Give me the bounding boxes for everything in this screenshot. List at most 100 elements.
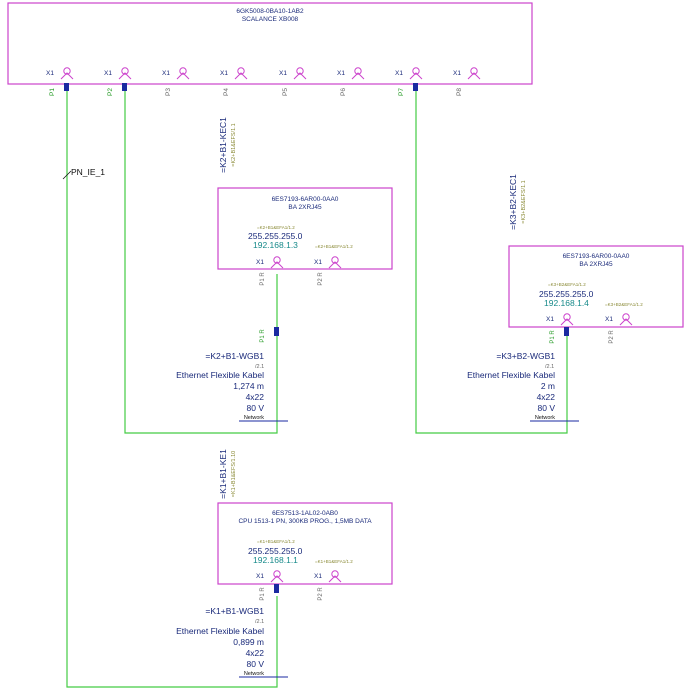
cable-type: Ethernet Flexible Kabel <box>467 370 555 380</box>
port-label: P5 <box>282 88 289 96</box>
cable-length: 0,899 m <box>233 637 264 647</box>
port-x1-label: X1 <box>453 70 461 77</box>
port1-x1-label: X1 <box>546 316 554 323</box>
device-ref-small: =K1+B1&EFA1/1.2 <box>257 539 295 544</box>
switch-device[interactable]: 6GK5008-0BA10-1AB2 SCALANCE XB008 <box>7 2 533 85</box>
port-label: P7 <box>398 88 405 96</box>
switch-port-4[interactable]: X1 P4 <box>220 67 248 96</box>
device-tag: =K1+B1-KE1 <box>218 449 228 499</box>
cable-cores: 4x22 <box>537 392 556 402</box>
device-order-number: 6ES7193-6AR00-0AA0 <box>272 196 339 203</box>
port-x1-label: X1 <box>104 70 112 77</box>
device-name: CPU 1513-1 PN, 300KB PROG., 1,5MB DATA <box>238 518 372 525</box>
cable-length: 2 m <box>541 381 555 391</box>
port1-label: P1 R <box>550 330 556 344</box>
port2-ref: =K1+B1&EFA1/1.2 <box>315 559 353 564</box>
port-label: P2 <box>107 88 114 96</box>
switch-port-8[interactable]: X1 P8 <box>453 67 481 96</box>
port-connector-icon <box>64 83 69 91</box>
device-name: BA 2XRJ45 <box>288 204 322 211</box>
cable-cores: 4x22 <box>246 648 265 658</box>
port-x1-label: X1 <box>46 70 54 77</box>
switch-port-5[interactable]: X1 P5 <box>279 67 307 96</box>
port-label: P4 <box>223 88 230 96</box>
port2-ref: =K2+B1&EFA1/1.2 <box>315 244 353 249</box>
cable-k1: =K1+B1-WGB1 /2.1 Ethernet Flexible Kabel… <box>176 606 288 678</box>
cable-length: 1,274 m <box>233 381 264 391</box>
device-ref: =K2+B1&EFS/1.1 <box>231 123 237 166</box>
port1-x1-label: X1 <box>256 573 264 580</box>
switch-port-6[interactable]: X1 P6 <box>337 67 365 96</box>
device-ref-small: =K3+B2&EFA1/1.2 <box>548 282 586 287</box>
port-label: P1 <box>49 88 56 96</box>
port2-label: P2 R <box>318 272 324 286</box>
device-order-number: 6ES7513-1AL02-0AB0 <box>272 510 338 517</box>
switch-order-number: 6GK5008-0BA10-1AB2 <box>236 8 304 15</box>
port-label: P8 <box>456 88 463 96</box>
port2-x1-label: X1 <box>314 573 322 580</box>
cable-voltage: 80 V <box>538 403 556 413</box>
device-k1[interactable]: =K1+B1-KE1 =K1+B1&EFS/1.10 6ES7513-1AL02… <box>217 449 393 601</box>
port-x1-label: X1 <box>162 70 170 77</box>
port-connector-icon <box>122 83 127 91</box>
device-ref-small: =K2+B1&EFA1/1.2 <box>257 225 295 230</box>
cable-ref: /2.1 <box>255 619 264 625</box>
cable-type: Ethernet Flexible Kabel <box>176 370 264 380</box>
cable-ref: /2.1 <box>545 364 554 370</box>
port-x1-label: X1 <box>220 70 228 77</box>
cable-cores: 4x22 <box>246 392 265 402</box>
port2-x1-label: X1 <box>605 316 613 323</box>
port2-ref: =K3+B2&EFA1/1.2 <box>605 302 643 307</box>
port2-x1-label: X1 <box>314 259 322 266</box>
device-ref: =K1+B1&EFS/1.10 <box>231 451 237 497</box>
cable-k2: =K2+B1-WGB1 /2.1 Ethernet Flexible Kabel… <box>176 351 288 422</box>
cable-voltage: 80 V <box>247 659 265 669</box>
network-name: PN_IE_1 <box>71 167 105 177</box>
cable-network: Network <box>535 415 555 421</box>
port-label: P6 <box>340 88 347 96</box>
device-k2[interactable]: =K2+B1-KEC1 =K2+B1&EFS/1.1 6ES7193-6AR00… <box>217 117 393 343</box>
switch-port-3[interactable]: X1 P3 <box>162 67 190 96</box>
cable-k3: =K3+B2-WGB1 /2.1 Ethernet Flexible Kabel… <box>467 351 579 422</box>
port-x1-label: X1 <box>337 70 345 77</box>
network-name-tag: PN_IE_1 <box>62 167 105 180</box>
cable-type: Ethernet Flexible Kabel <box>176 626 264 636</box>
switch-port-2[interactable]: X1 P2 <box>104 67 132 96</box>
port-connector-icon <box>564 327 569 336</box>
subnet-mask: 255.255.255.0 <box>248 546 303 556</box>
cable-tag: =K2+B1-WGB1 <box>205 351 264 361</box>
cable-ref: /2.1 <box>255 364 264 370</box>
port-x1-label: X1 <box>279 70 287 77</box>
port1-x1-label: X1 <box>256 259 264 266</box>
ip-address: 192.168.1.3 <box>253 240 298 250</box>
port2-label: P2 R <box>609 330 615 344</box>
switch-port-7[interactable]: X1 P7 <box>395 67 423 96</box>
port1-label: P1 R <box>260 587 266 601</box>
device-order-number: 6ES7193-6AR00-0AA0 <box>563 253 630 260</box>
cable-tag: =K3+B2-WGB1 <box>496 351 555 361</box>
ip-address: 192.168.1.1 <box>253 555 298 565</box>
wire-p7-to-k3[interactable] <box>415 91 568 434</box>
device-k3[interactable]: =K3+B2-KEC1 =K3+B2&EFS/1.1 6ES7193-6AR00… <box>508 174 684 344</box>
port-label: P3 <box>165 88 172 96</box>
device-ref: =K3+B2&EFS/1.1 <box>521 180 527 223</box>
ip-address: 192.168.1.4 <box>544 298 589 308</box>
device-tag: =K3+B2-KEC1 <box>508 174 518 230</box>
network-wires <box>66 91 568 688</box>
port1-green-label: P1 R <box>260 329 266 343</box>
port-connector-icon <box>413 83 418 91</box>
wire-p2-to-k2[interactable] <box>124 91 278 434</box>
wire-p1-to-k1[interactable] <box>66 91 278 688</box>
cable-voltage: 80 V <box>247 403 265 413</box>
port-x1-label: X1 <box>395 70 403 77</box>
device-name: BA 2XRJ45 <box>579 261 613 268</box>
switch-name: SCALANCE XB008 <box>242 16 299 23</box>
cable-network: Network <box>244 671 264 677</box>
port1-label: P1 R <box>260 272 266 286</box>
cable-tag: =K1+B1-WGB1 <box>205 606 264 616</box>
switch-port-1[interactable]: X1 P1 <box>46 67 74 96</box>
subnet-mask: 255.255.255.0 <box>248 231 303 241</box>
port2-label: P2 R <box>318 587 324 601</box>
subnet-mask: 255.255.255.0 <box>539 289 594 299</box>
